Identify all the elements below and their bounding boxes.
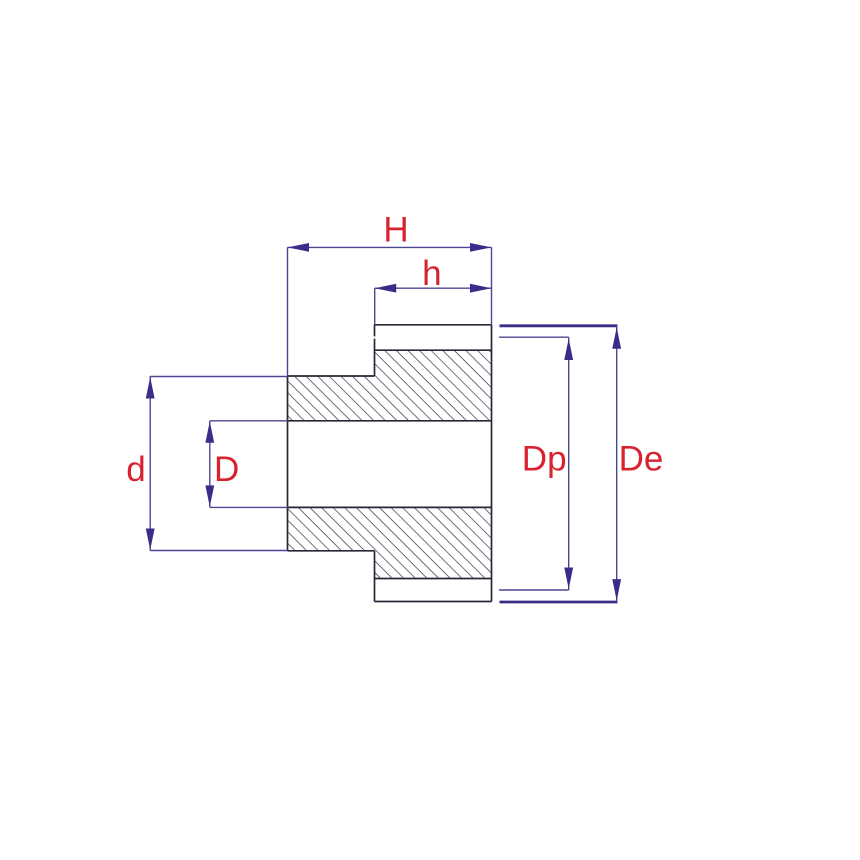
svg-text:D: D: [214, 450, 239, 489]
svg-text:H: H: [383, 211, 408, 250]
svg-text:Dp: Dp: [522, 439, 567, 478]
svg-text:De: De: [619, 439, 664, 478]
svg-text:h: h: [422, 254, 441, 293]
svg-text:d: d: [126, 450, 145, 489]
